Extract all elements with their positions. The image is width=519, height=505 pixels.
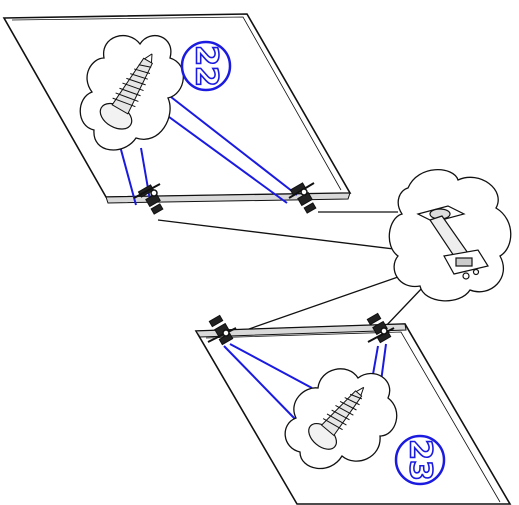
step-number-22: 22	[189, 45, 224, 87]
lower-screw-callout	[284, 368, 398, 470]
upper-left-hinge-clip	[133, 183, 164, 215]
lower-left-hinge-clip	[207, 314, 237, 346]
step-number-23-badge: 23	[394, 434, 446, 486]
upper-screw-leader-lines	[119, 96, 298, 206]
step-number-22-badge: 22	[180, 40, 232, 92]
lower-right-hinge-clip	[366, 312, 395, 344]
upper-door-panel	[2, 13, 352, 204]
cabinet-hinge-icon	[416, 205, 489, 280]
upper-screw-callout	[79, 34, 184, 151]
screw-icon	[308, 386, 365, 450]
upper-right-hinge-clip	[288, 182, 317, 214]
step-number-23: 23	[403, 439, 438, 481]
screw-icon	[99, 53, 153, 130]
hinge-connector-lines	[157, 211, 425, 338]
hinge-callout	[388, 169, 512, 302]
